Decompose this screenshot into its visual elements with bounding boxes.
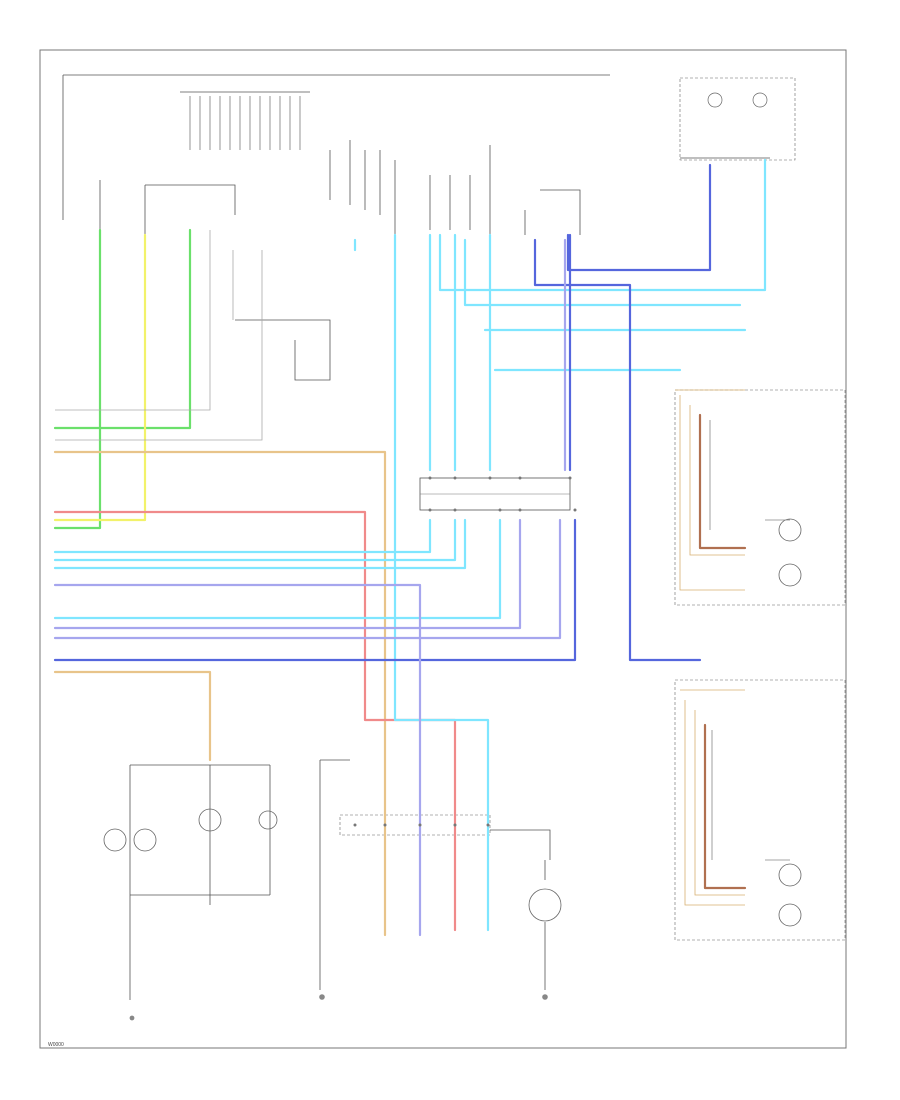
- right-lower-lamp-2: [778, 903, 802, 927]
- wire-tan-bottom: [53, 670, 212, 762]
- stop-lamp-module: [528, 888, 562, 922]
- wire-right-upper-tan: [675, 389, 745, 591]
- wire-gray-left: [55, 230, 263, 441]
- top-bus-line: [62, 74, 610, 220]
- wire-pink: [53, 510, 457, 932]
- wire-right-upper-brown: [698, 413, 747, 550]
- wire-green: [53, 228, 192, 530]
- wire-cyan-1: [53, 518, 432, 554]
- right-tail-lamp: [258, 810, 278, 830]
- corner-code: W0000: [48, 1042, 64, 1048]
- lower-left-circuit: [129, 764, 271, 1000]
- wire-yellow: [53, 233, 147, 522]
- upper-harness-lines: [99, 140, 581, 235]
- wire-blue-bottom: [53, 518, 577, 662]
- wire-right-lower-tan: [680, 689, 745, 906]
- ground-symbols: [129, 994, 548, 1021]
- wire-cyan-4: [53, 518, 502, 620]
- wire-violet-3: [53, 518, 562, 640]
- wire-right-gray: [709, 420, 790, 861]
- connector-pins: [353, 476, 577, 827]
- wire-cyan-upper: [353, 233, 742, 472]
- top-right-lamp-right: [752, 92, 768, 108]
- bottom-center-harness: [319, 759, 551, 990]
- right-upper-lamp-1: [778, 518, 802, 542]
- right-lower-lamp-1: [778, 863, 802, 887]
- upper-mid-box: [235, 319, 331, 381]
- diagram-frame: [39, 49, 847, 1049]
- right-upper-module: [674, 389, 846, 606]
- wire-violet-2: [53, 518, 522, 630]
- left-tail-lamp: [198, 808, 222, 832]
- right-lower-module: [674, 679, 846, 941]
- wire-cyan-5: [393, 233, 490, 932]
- wire-cyan-2: [53, 518, 457, 562]
- wire-tan-top: [53, 450, 387, 937]
- top-right-module: [679, 77, 796, 161]
- wire-violet-1: [53, 583, 422, 937]
- wire-cyan-sense: [438, 158, 767, 472]
- top-left-fuse-ticks: [189, 96, 301, 150]
- wire-cyan-3: [53, 518, 467, 570]
- wire-right-lower-brown: [703, 723, 747, 890]
- wire-blue-mid: [533, 238, 702, 662]
- trailer-connector: [339, 814, 491, 836]
- license-lamp-2: [133, 828, 157, 852]
- license-lamp-1: [103, 828, 127, 852]
- right-upper-lamp-2: [778, 563, 802, 587]
- wire-blue-top: [566, 163, 712, 472]
- top-right-lamp-left: [707, 92, 723, 108]
